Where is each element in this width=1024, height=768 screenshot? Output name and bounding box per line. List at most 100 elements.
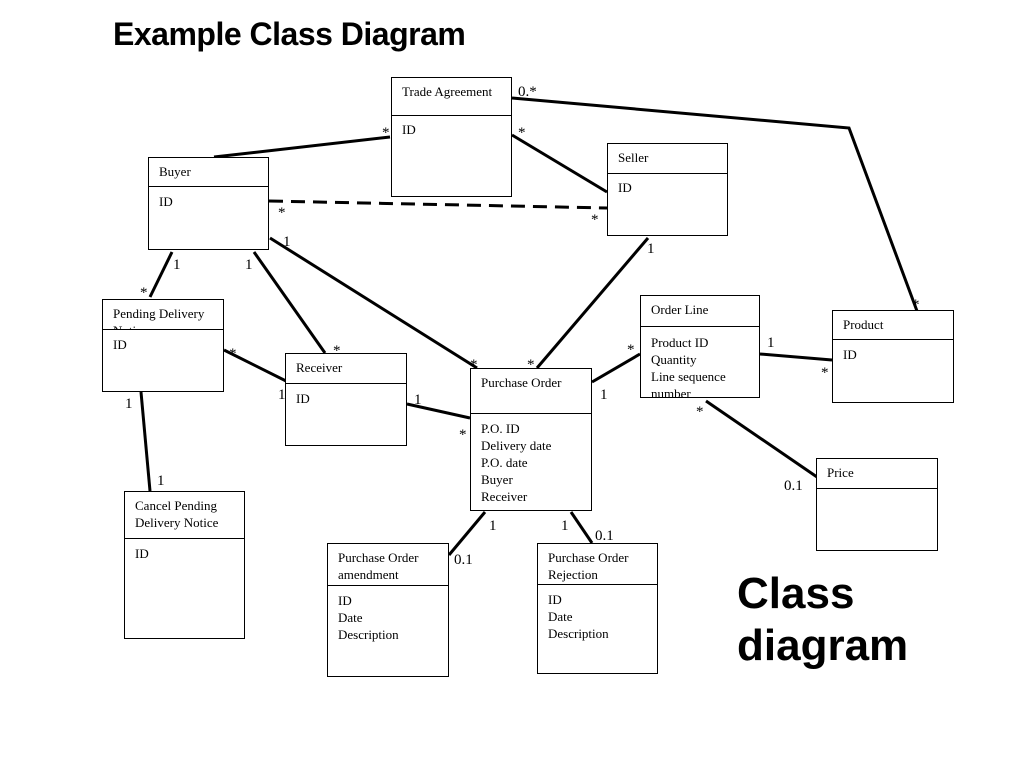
assoc-buyer-pending-delivery	[148, 251, 174, 298]
multiplicity-label: *	[591, 212, 599, 228]
multiplicity-label: *	[527, 357, 535, 373]
class-attributes: ID	[833, 346, 953, 363]
class-attributes: Product ID Quantity Line sequence number	[641, 334, 759, 397]
attribute: P.O. date	[481, 455, 528, 470]
attribute: Delivery date	[481, 438, 552, 453]
attribute: ID	[338, 593, 352, 608]
assoc-purchase-order-order-line	[591, 352, 641, 384]
class-purchase-order-rejection[interactable]: Purchase Order Rejection ID Date Descrip…	[537, 543, 658, 674]
multiplicity-label: *	[912, 297, 920, 313]
class-attributes: ID Date Description	[328, 592, 448, 643]
attribute: Quantity	[651, 352, 697, 367]
multiplicity-label: 0.1	[454, 552, 473, 568]
class-name: Purchase Order Rejection	[538, 544, 657, 585]
multiplicity-label: 1	[245, 257, 253, 273]
multiplicity-label: 1	[278, 387, 286, 403]
class-purchase-order[interactable]: Purchase Order P.O. ID Delivery date P.O…	[470, 368, 592, 511]
class-seller[interactable]: Seller ID	[607, 143, 728, 236]
multiplicity-label: 1	[561, 518, 569, 534]
attribute: ID	[402, 122, 416, 137]
assoc-pending-delivery-cancel	[139, 391, 152, 492]
class-order-line[interactable]: Order Line Product ID Quantity Line sequ…	[640, 295, 760, 398]
class-name: Product	[833, 311, 953, 340]
attribute: Date	[338, 610, 363, 625]
class-price[interactable]: Price	[816, 458, 938, 551]
multiplicity-label: 0.*	[518, 84, 537, 100]
class-attributes: P.O. ID Delivery date P.O. date Buyer Re…	[471, 420, 591, 505]
multiplicity-label: 0.1	[784, 478, 803, 494]
assoc-order-line-price	[705, 399, 818, 479]
attribute: Date	[548, 609, 573, 624]
multiplicity-label: 1	[489, 518, 497, 534]
multiplicity-label: *	[459, 427, 467, 443]
class-name: Receiver	[286, 354, 406, 384]
multiplicity-label: 1	[600, 387, 608, 403]
attribute: number	[651, 386, 691, 397]
class-product[interactable]: Product ID	[832, 310, 954, 403]
assoc-purchase-order-amendment	[447, 511, 487, 556]
attribute: ID	[113, 337, 127, 352]
attribute: Product ID	[651, 335, 709, 350]
multiplicity-label: *	[696, 404, 704, 420]
multiplicity-label: 1	[125, 396, 133, 412]
multiplicity-label: *	[278, 205, 286, 221]
attribute: ID	[843, 347, 857, 362]
multiplicity-label: 1	[647, 241, 655, 257]
assoc-buyer-receiver	[252, 251, 327, 354]
multiplicity-label: 1	[414, 392, 422, 408]
class-name: Pending Delivery Notice	[103, 300, 223, 330]
side-caption: Class diagram	[737, 569, 909, 670]
class-attributes: ID	[608, 179, 727, 196]
multiplicity-label: 1	[157, 473, 165, 489]
class-receiver[interactable]: Receiver ID	[285, 353, 407, 446]
class-attributes: ID	[125, 545, 244, 562]
assoc-receiver-purchase-order	[406, 402, 471, 420]
multiplicity-label: *	[333, 343, 341, 359]
class-attributes: ID	[149, 193, 268, 210]
attribute: Line sequence	[651, 369, 726, 384]
class-attributes: ID Date Description	[538, 591, 657, 642]
class-pending-delivery-notice[interactable]: Pending Delivery Notice ID	[102, 299, 224, 392]
assoc-pending-delivery-receiver	[223, 348, 287, 383]
multiplicity-label: *	[229, 346, 237, 362]
multiplicity-label: *	[140, 285, 148, 301]
class-attributes: ID	[286, 390, 406, 407]
attribute: Receiver	[481, 489, 528, 504]
class-name: Buyer	[149, 158, 268, 187]
assoc-buyer-seller	[268, 199, 608, 210]
attribute: ID	[618, 180, 632, 195]
multiplicity-label: 0.1	[595, 528, 614, 544]
class-name: Trade Agreement	[392, 78, 511, 116]
class-name: Seller	[608, 144, 727, 174]
attribute: Description	[548, 626, 609, 641]
multiplicity-label: *	[382, 125, 390, 141]
assoc-trade-agreement-product	[511, 96, 919, 312]
assoc-buyer-trade-agreement	[213, 135, 391, 159]
multiplicity-label: *	[627, 342, 635, 358]
multiplicity-label: *	[470, 357, 478, 373]
class-name: Cancel Pending Delivery Notice	[125, 492, 244, 539]
assoc-order-line-product	[759, 352, 833, 362]
multiplicity-label: 1	[173, 257, 181, 273]
multiplicity-label: *	[821, 365, 829, 381]
class-name: Purchase Order	[471, 369, 591, 414]
class-name: Price	[817, 459, 937, 489]
class-cancel-pending-delivery-notice[interactable]: Cancel Pending Delivery Notice ID	[124, 491, 245, 639]
class-trade-agreement[interactable]: Trade Agreement ID	[391, 77, 512, 197]
class-purchase-order-amendment[interactable]: Purchase Order amendment ID Date Descrip…	[327, 543, 449, 677]
assoc-seller-purchase-order	[535, 237, 650, 369]
class-attributes: ID	[103, 336, 223, 353]
assoc-buyer-purchase-order	[269, 236, 478, 370]
diagram-title: Example Class Diagram	[113, 16, 466, 52]
attribute: ID	[296, 391, 310, 406]
multiplicity-label: *	[518, 125, 526, 141]
class-buyer[interactable]: Buyer ID	[148, 157, 269, 250]
class-name: Purchase Order amendment	[328, 544, 448, 586]
attribute: Description	[338, 627, 399, 642]
attribute: ID	[159, 194, 173, 209]
assoc-purchase-order-rejection	[569, 511, 594, 544]
class-attributes: ID	[392, 121, 511, 138]
attribute: Buyer	[481, 472, 513, 487]
class-name: Order Line	[641, 296, 759, 327]
attribute: ID	[135, 546, 149, 561]
